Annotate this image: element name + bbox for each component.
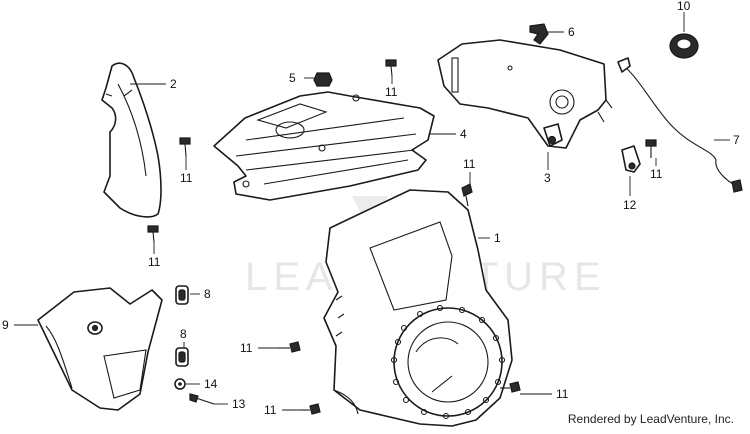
part-13-screw[interactable] bbox=[189, 393, 215, 405]
part-5-nut[interactable] bbox=[313, 72, 333, 87]
part-12-small-bracket[interactable] bbox=[621, 145, 641, 173]
callout-3: 3 bbox=[544, 171, 551, 185]
part-7-cable[interactable] bbox=[617, 57, 743, 193]
bolt-11-center[interactable] bbox=[461, 183, 473, 207]
part-14-washer[interactable] bbox=[174, 378, 186, 390]
callout-8-lower: 8 bbox=[180, 327, 187, 341]
callout-11-mid: 11 bbox=[240, 341, 253, 355]
bolt-11-mid[interactable] bbox=[278, 341, 301, 353]
callout-11-top: 11 bbox=[385, 85, 398, 99]
part-8-grommet-lower[interactable] bbox=[175, 347, 189, 367]
part-10-grommet[interactable] bbox=[669, 33, 699, 59]
part-6-clip[interactable] bbox=[529, 23, 549, 45]
bolt-11-bottom[interactable] bbox=[300, 403, 321, 415]
bolt-11-left-upper[interactable] bbox=[179, 137, 191, 157]
callout-14: 14 bbox=[204, 377, 218, 391]
bolt-11-top[interactable] bbox=[385, 59, 397, 77]
part-2-side-shroud[interactable] bbox=[101, 62, 162, 218]
part-1-fan-shroud[interactable] bbox=[323, 189, 513, 427]
callout-11-right: 11 bbox=[650, 167, 663, 181]
callout-13: 13 bbox=[232, 397, 246, 411]
part-9-front-cover[interactable] bbox=[37, 287, 163, 411]
callout-12: 12 bbox=[623, 198, 637, 212]
part-3-rear-bracket[interactable] bbox=[437, 39, 613, 149]
callout-11-left-upper: 11 bbox=[180, 171, 193, 185]
callout-10: 10 bbox=[677, 0, 691, 13]
part-4-top-plate[interactable] bbox=[213, 91, 435, 201]
callouts: 1 2 3 4 5 6 7 8 8 9 10 11 11 11 11 11 11… bbox=[2, 0, 740, 417]
callout-4: 4 bbox=[460, 127, 467, 141]
callout-2: 2 bbox=[170, 77, 177, 91]
callout-11-center: 11 bbox=[463, 157, 476, 171]
leader-lines bbox=[14, 12, 730, 411]
callout-6: 6 bbox=[568, 25, 575, 39]
bolt-11-bottom-right[interactable] bbox=[500, 381, 521, 393]
callout-11-bottom-right: 11 bbox=[556, 387, 569, 401]
credit-text: Rendered by LeadVenture, Inc. bbox=[567, 412, 734, 426]
part-8-grommet-upper[interactable] bbox=[175, 285, 189, 305]
callout-11-bottom: 11 bbox=[264, 403, 277, 417]
callout-8-upper: 8 bbox=[204, 287, 211, 301]
callout-11-left-lower: 11 bbox=[148, 255, 161, 269]
callout-5: 5 bbox=[289, 71, 296, 85]
callout-1: 1 bbox=[494, 231, 501, 245]
bolt-11-left-lower[interactable] bbox=[147, 225, 159, 243]
callout-7: 7 bbox=[733, 133, 740, 147]
bolt-11-right[interactable] bbox=[645, 139, 657, 158]
callout-9: 9 bbox=[2, 318, 9, 332]
